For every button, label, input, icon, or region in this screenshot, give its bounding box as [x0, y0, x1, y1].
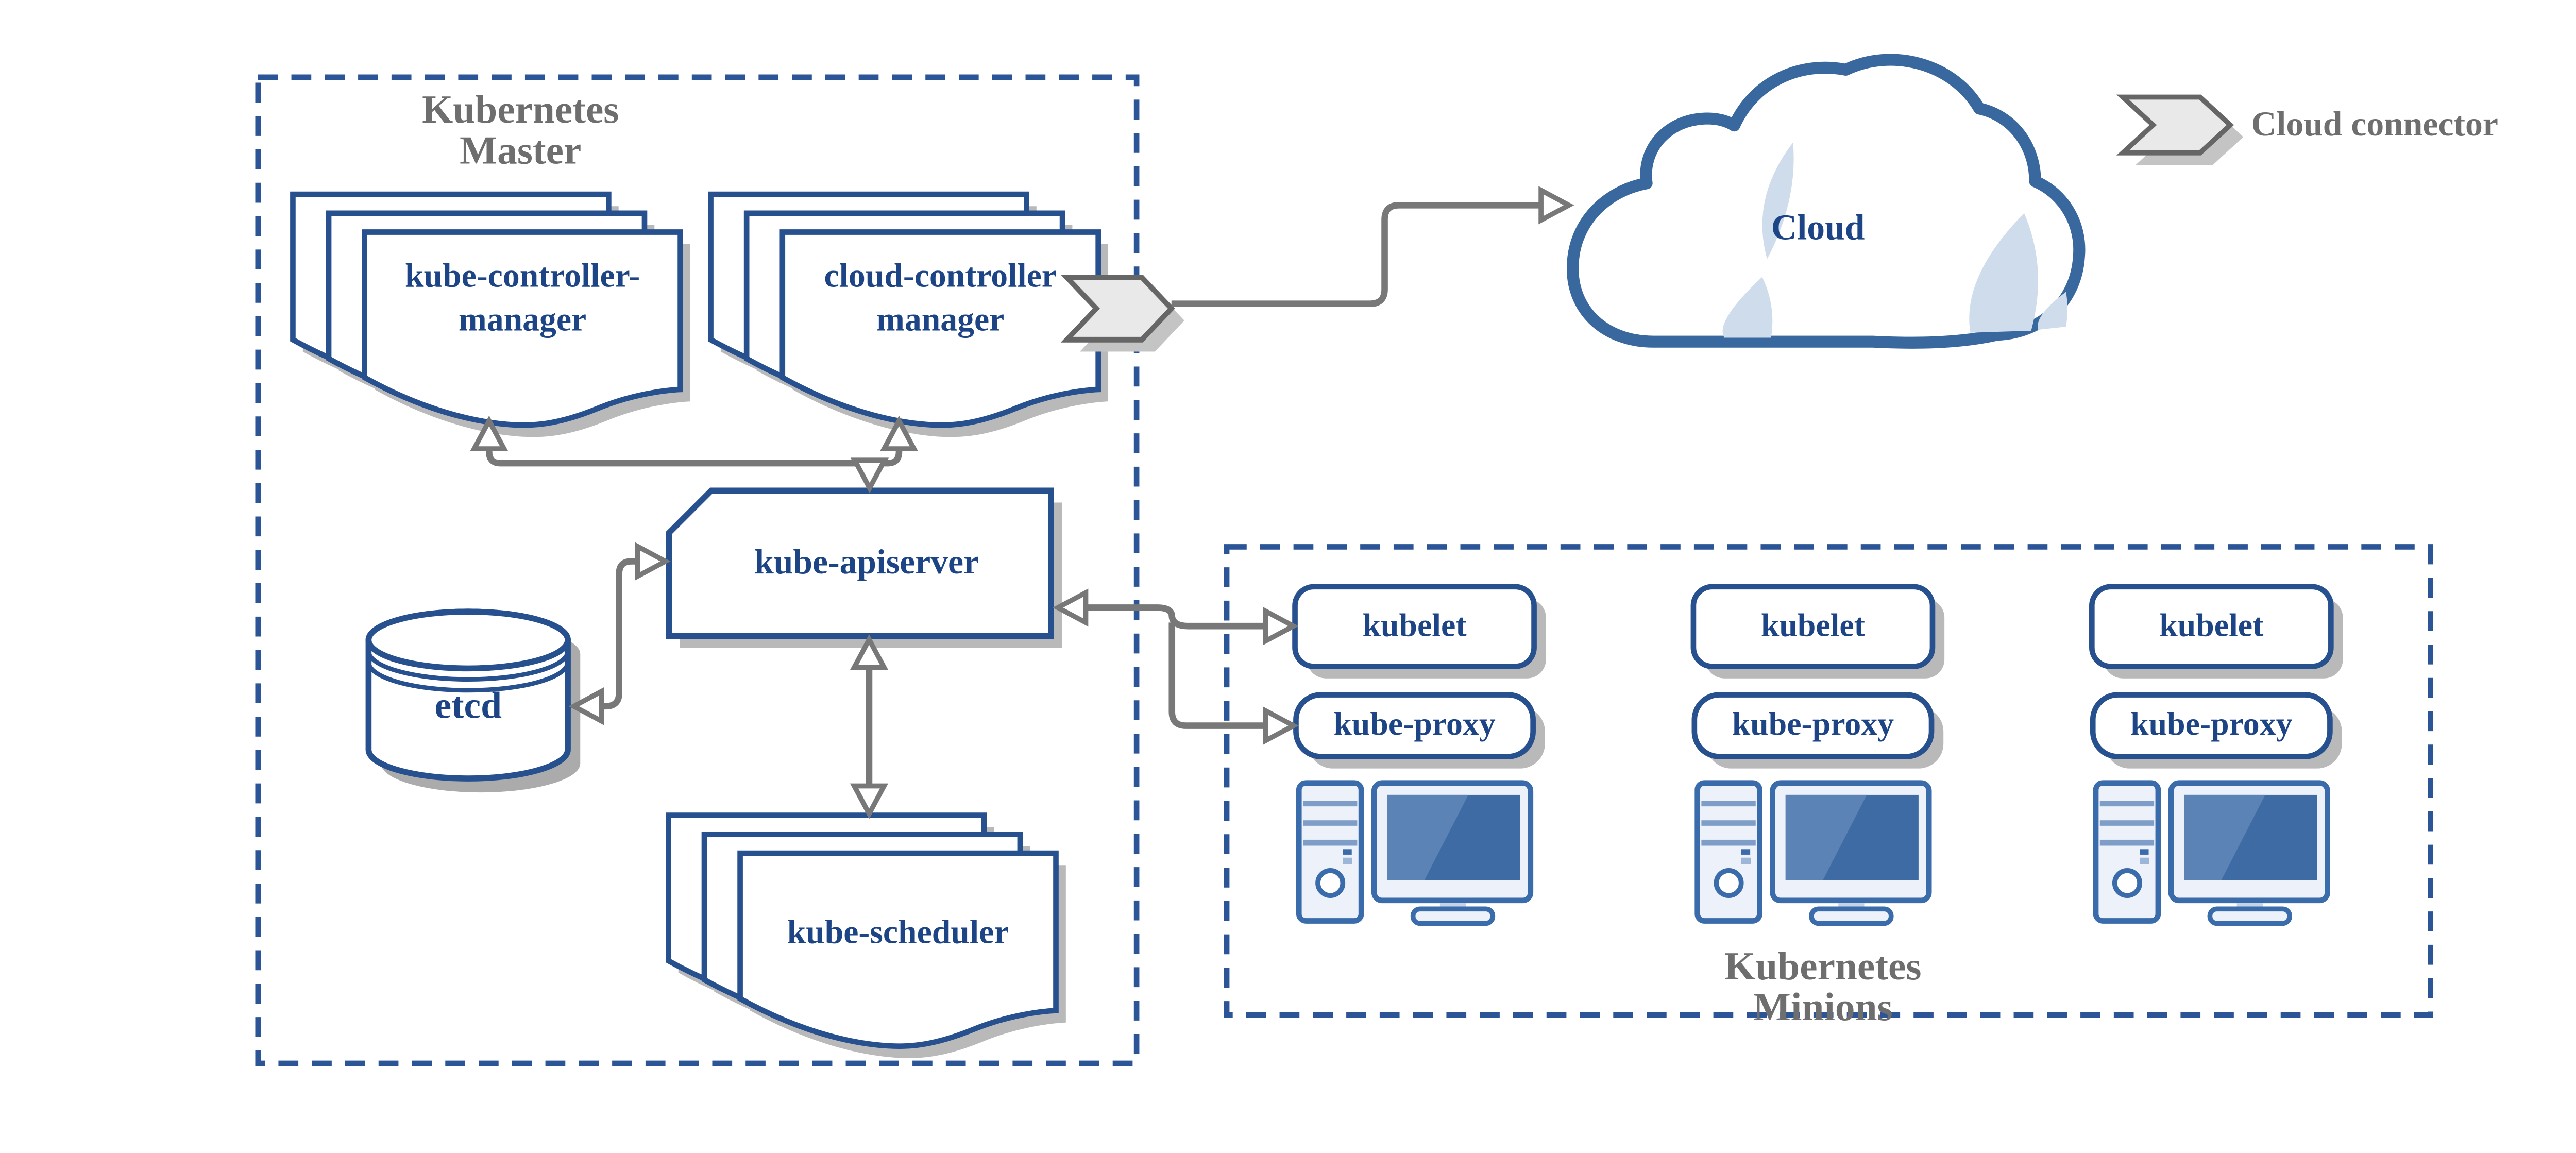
kubelet-box	[2089, 584, 2334, 669]
minion-column-1: kubelet kube-proxy	[1292, 584, 1546, 926]
connector-controllers-apiserver	[486, 447, 903, 467]
cloud-highlight-1	[1762, 142, 1794, 259]
kubernetes-architecture-diagram: Kubernetes Master kube-controller- manag…	[255, 54, 2498, 1066]
host-computer-icon	[1296, 780, 1534, 926]
legend-label: Cloud connector	[2251, 105, 2498, 143]
cloud-label: Cloud	[1771, 208, 1865, 248]
etcd-label: etcd	[434, 684, 502, 726]
kube-proxy-box	[2090, 692, 2333, 759]
cloud-highlight-2	[1722, 277, 1773, 338]
connectors	[486, 202, 1543, 788]
kubelet-label: kubelet	[2159, 607, 2263, 643]
kube-proxy-label: kube-proxy	[1732, 705, 1894, 742]
node-kube-scheduler: kube-scheduler	[668, 816, 1066, 1058]
node-kube-apiserver: kube-apiserver	[666, 487, 1062, 648]
connector-apiserver-kubelet	[1086, 604, 1267, 630]
cloud-highlight-3	[1969, 213, 2039, 333]
host-computer-icon	[1694, 780, 1932, 926]
kube-proxy-label: kube-proxy	[2130, 705, 2292, 742]
host-computer-icon	[2093, 780, 2330, 926]
node-cloud: Cloud	[1567, 54, 2086, 349]
diagram-canvas: Kubernetes Master kube-controller- manag…	[255, 54, 2498, 1066]
kube-scheduler-label: kube-scheduler	[787, 913, 1009, 951]
connector-apiserver-etcd	[600, 558, 639, 710]
minion-column-2: kubelet kube-proxy	[1690, 584, 1945, 926]
minions-zone-title-line1: Kubernetes	[1724, 944, 1921, 988]
kube-proxy-box	[1691, 692, 1935, 759]
master-zone-title-line2: Master	[460, 128, 581, 172]
kube-proxy-box	[1293, 692, 1536, 759]
connector-cloud	[1171, 202, 1543, 307]
kubelet-box	[1690, 584, 1936, 669]
kubelet-label: kubelet	[1363, 607, 1467, 643]
cloud-controller-manager-label-line1: cloud-controller	[824, 257, 1056, 294]
connector-apiserver-kube-proxy	[1168, 622, 1267, 729]
kube-apiserver-label: kube-apiserver	[754, 542, 979, 581]
minions-zone-title-line2: Minions	[1753, 985, 1893, 1029]
kube-controller-manager-label-line1: kube-controller-	[405, 257, 640, 294]
node-etcd: etcd	[365, 608, 581, 793]
minions-zone-border	[1224, 544, 2434, 1018]
kubelet-label: kubelet	[1761, 607, 1865, 643]
minion-column-3: kubelet kube-proxy	[2089, 584, 2343, 926]
node-kube-controller-manager: kube-controller- manager	[293, 194, 690, 437]
cloud-controller-manager-label-line2: manager	[876, 301, 1004, 338]
node-cloud-controller-manager: cloud-controller manager	[711, 194, 1109, 437]
master-zone-title-line1: Kubernetes	[422, 87, 619, 131]
master-zone-border	[255, 74, 1140, 1066]
cloud-highlight-4	[2038, 292, 2067, 330]
legend-cloud-connector: Cloud connector	[2123, 97, 2498, 165]
kube-proxy-label: kube-proxy	[1333, 705, 1495, 742]
kube-controller-manager-label-line2: manager	[459, 301, 586, 338]
